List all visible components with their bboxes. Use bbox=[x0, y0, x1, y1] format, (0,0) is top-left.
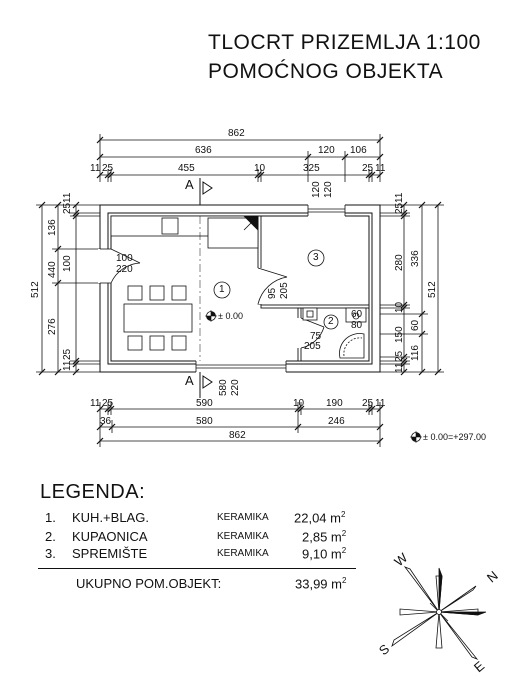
legend-total-label: UKUPNO POM.OBJEKT: bbox=[76, 576, 222, 591]
legend-num: 2. bbox=[45, 529, 56, 544]
legend-name: SPREMIŠTE bbox=[72, 546, 148, 561]
legend-area: 22,04 m2 bbox=[294, 510, 346, 526]
legend-name: KUPAONICA bbox=[72, 529, 148, 544]
legend-num: 3. bbox=[45, 546, 56, 561]
legend-heading: LEGENDA: bbox=[40, 481, 146, 503]
legend-material: KERAMIKA bbox=[217, 548, 269, 559]
plan-title: TLOCRT PRIZEMLJA 1:100 bbox=[208, 31, 481, 54]
legend-divider bbox=[38, 568, 356, 569]
legend-area: 9,10 m2 bbox=[302, 546, 347, 562]
legend-num: 1. bbox=[45, 510, 56, 525]
legend-material: KERAMIKA bbox=[217, 512, 269, 523]
legend-material: KERAMIKA bbox=[217, 531, 269, 542]
plan-subtitle: POMOĆNOG OBJEKTA bbox=[208, 60, 444, 83]
compass-icon bbox=[391, 566, 487, 660]
legend-total-area: 33,99 m2 bbox=[295, 576, 347, 592]
legend-name: KUH.+BLAG. bbox=[72, 510, 149, 525]
legend-area: 2,85 m2 bbox=[302, 529, 347, 545]
